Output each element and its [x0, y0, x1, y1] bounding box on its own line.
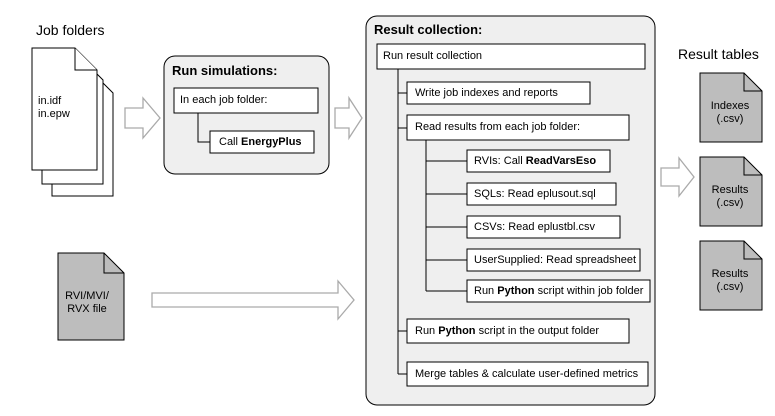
run-result-collection-label: Run result collection: [383, 50, 483, 62]
job-doc-front-fold: [74, 48, 97, 71]
rvis-prefix: RVIs: Call: [474, 155, 526, 167]
energyplus-bold: EnergyPlus: [241, 136, 302, 148]
rvi-file-doc: [57, 252, 125, 341]
arrows: [124, 95, 695, 321]
sqls-label: SQLs: Read eplusout.sql: [474, 188, 596, 200]
rvi-file-line1: RVI/MVI/: [65, 290, 109, 302]
write-job-indexes-label: Write job indexes and reports: [415, 87, 558, 99]
arrow-jobs-to-sim: [124, 96, 161, 140]
job-file-epw: in.epw: [38, 108, 70, 120]
rvis-label: RVIs: Call ReadVarsEso: [474, 155, 596, 168]
output-doc-1: [699, 156, 763, 227]
in-each-folder-box: [173, 87, 319, 114]
result-table-docs: [699, 72, 763, 311]
output-doc-2: [699, 240, 763, 311]
py1-suffix: script within job folder: [534, 285, 644, 297]
output-0-line1: Indexes: [710, 100, 750, 112]
readvarseso-bold: ReadVarsEso: [525, 155, 597, 167]
rvi-file-line2: RVX file: [67, 303, 107, 315]
call-energyplus-box: [209, 130, 315, 154]
csvs-label: CSVs: Read eplustbl.csv: [474, 221, 596, 233]
result-tables-label: Result tables: [678, 46, 759, 62]
sim-connector: [197, 113, 210, 143]
call-energyplus-label: Call EnergyPlus: [219, 136, 302, 149]
user-supplied-label: UserSupplied: Read spreadsheet: [474, 254, 637, 266]
py2-suffix: script in the output folder: [475, 325, 600, 337]
job-file-idf: in.idf: [38, 95, 62, 107]
py1-bold: Python: [497, 285, 535, 297]
output-2-line2: (.csv): [716, 281, 744, 293]
result-collection-title: Result collection:: [374, 22, 483, 37]
arrow-results-to-tables: [660, 156, 695, 198]
result-connectors: [397, 69, 467, 375]
python-job-folder-label: Run Python script within job folder: [474, 285, 643, 298]
result-boxes: [376, 43, 651, 387]
output-doc-0: [699, 72, 763, 143]
output-0-line2: (.csv): [716, 113, 744, 125]
job-folder-stack: [31, 47, 114, 197]
call-prefix: Call: [219, 136, 242, 148]
job-doc-front: [31, 47, 98, 171]
py1-prefix: Run: [474, 285, 498, 297]
result-collection-panel: [365, 15, 656, 406]
py2-bold: Python: [438, 325, 476, 337]
arrow-sim-to-results: [334, 95, 363, 141]
in-each-folder-label: In each job folder:: [180, 94, 268, 106]
output-2-line1: Results: [711, 268, 749, 280]
output-1-line1: Results: [711, 184, 749, 196]
merge-tables-label: Merge tables & calculate user-defined me…: [415, 368, 639, 380]
arrow-rvi-to-results: [151, 279, 355, 321]
python-output-folder-label: Run Python script in the output folder: [415, 325, 599, 338]
job-folders-label: Job folders: [36, 22, 105, 38]
run-simulations-title: Run simulations:: [172, 63, 278, 78]
output-1-line2: (.csv): [716, 197, 744, 209]
py2-prefix: Run: [415, 325, 439, 337]
read-results-label: Read results from each job folder:: [415, 121, 581, 133]
